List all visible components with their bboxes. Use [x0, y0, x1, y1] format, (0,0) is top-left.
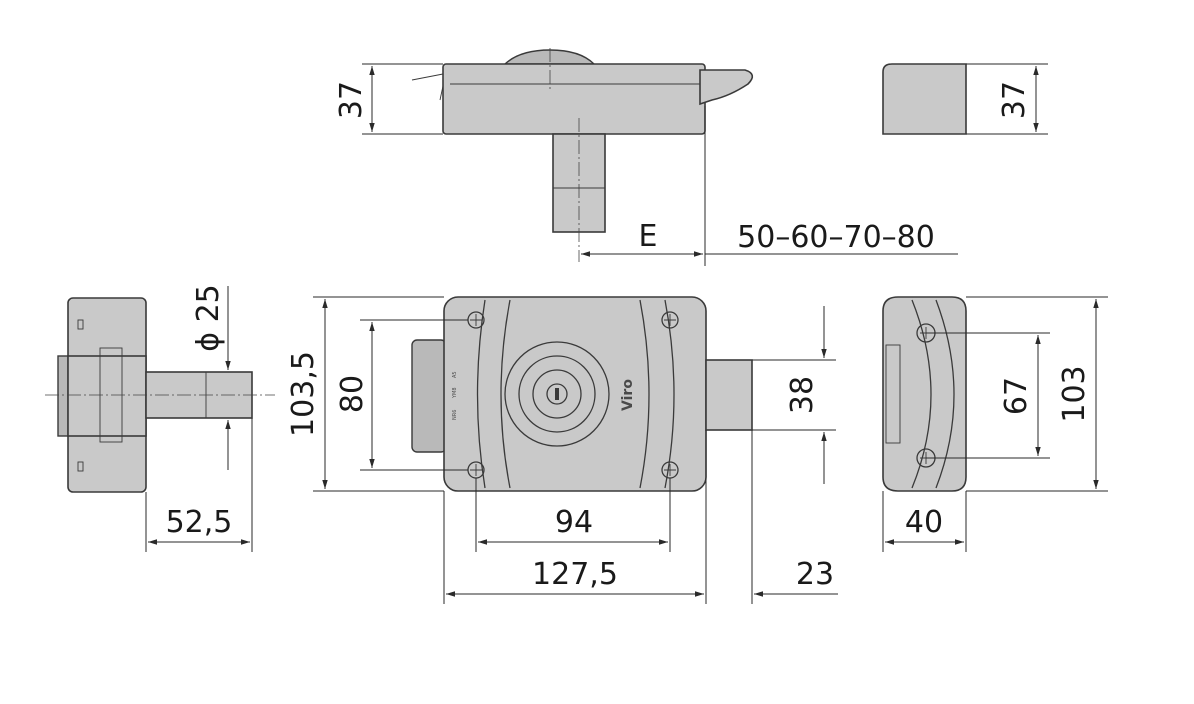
- mark-3: A5: [452, 371, 458, 378]
- left-cylinder-face: [57, 355, 69, 437]
- screw-icon-bottom-right: [661, 461, 679, 479]
- side-lock-body: [882, 296, 967, 492]
- side-depth-label: 40: [905, 505, 943, 540]
- e-label: E: [639, 219, 658, 254]
- screw-spacing-label: 94: [555, 505, 593, 540]
- top-side-view: 37: [882, 63, 1048, 135]
- keyhole-icon: [555, 388, 559, 400]
- top-lock-body: [442, 63, 706, 135]
- screw-icon-top-left: [467, 311, 485, 329]
- front-curve-left-outer: [476, 299, 486, 489]
- mark-2: YM8: [452, 387, 458, 399]
- front-cylinder-ring-mid: [518, 355, 596, 433]
- front-height-label: 103,5: [286, 351, 321, 437]
- side-slot: [885, 344, 901, 444]
- front-side-plate: [411, 339, 447, 453]
- left-view: ϕ 25 52,5: [45, 284, 275, 552]
- front-cylinder-ring-inner: [532, 369, 582, 419]
- body-width-label: 127,5: [532, 557, 618, 592]
- top-lever: [411, 73, 444, 101]
- front-curve-left-inner: [500, 299, 511, 489]
- front-bolt: [705, 359, 753, 431]
- screw-icon-bottom-left: [467, 461, 485, 479]
- front-curve-right-inner: [639, 299, 650, 489]
- front-curve-right-outer: [664, 299, 675, 489]
- top-handle: [699, 69, 754, 106]
- left-slot-2: [77, 461, 84, 472]
- mark-1: NR6: [452, 410, 458, 420]
- top-height-label: 37: [334, 81, 369, 119]
- side-screw-spacing-label: 67: [999, 377, 1034, 415]
- side-curve-2: [935, 299, 955, 489]
- front-view: Viro NR6 YM8 A5 103,5 80: [286, 296, 838, 604]
- front-lock-body: [443, 296, 707, 492]
- bolt-projection-label: 23: [796, 557, 834, 592]
- brand-label: Viro: [620, 379, 636, 411]
- front-inner-height-label: 80: [335, 375, 370, 413]
- e-values-label: 50–60–70–80: [737, 220, 935, 255]
- top-view: 37 E 50–60–70–80: [334, 48, 958, 266]
- front-keyhole-ring: [546, 383, 568, 405]
- screw-icon-top-right: [661, 311, 679, 329]
- left-depth-label: 52,5: [166, 505, 233, 540]
- top-cylinder-cap: [503, 49, 596, 65]
- side-total-height-label: 103: [1057, 365, 1092, 422]
- left-slot-1: [77, 319, 84, 330]
- bolt-height-label: 38: [785, 376, 820, 414]
- cylinder-diameter-label: ϕ 25: [191, 284, 226, 352]
- left-cylinder-housing: [67, 355, 147, 437]
- side-height-label: 37: [997, 81, 1032, 119]
- side-body-top: [882, 63, 967, 135]
- right-side-view: 67 103 40: [882, 296, 1108, 552]
- front-cylinder-ring-outer: [504, 341, 610, 447]
